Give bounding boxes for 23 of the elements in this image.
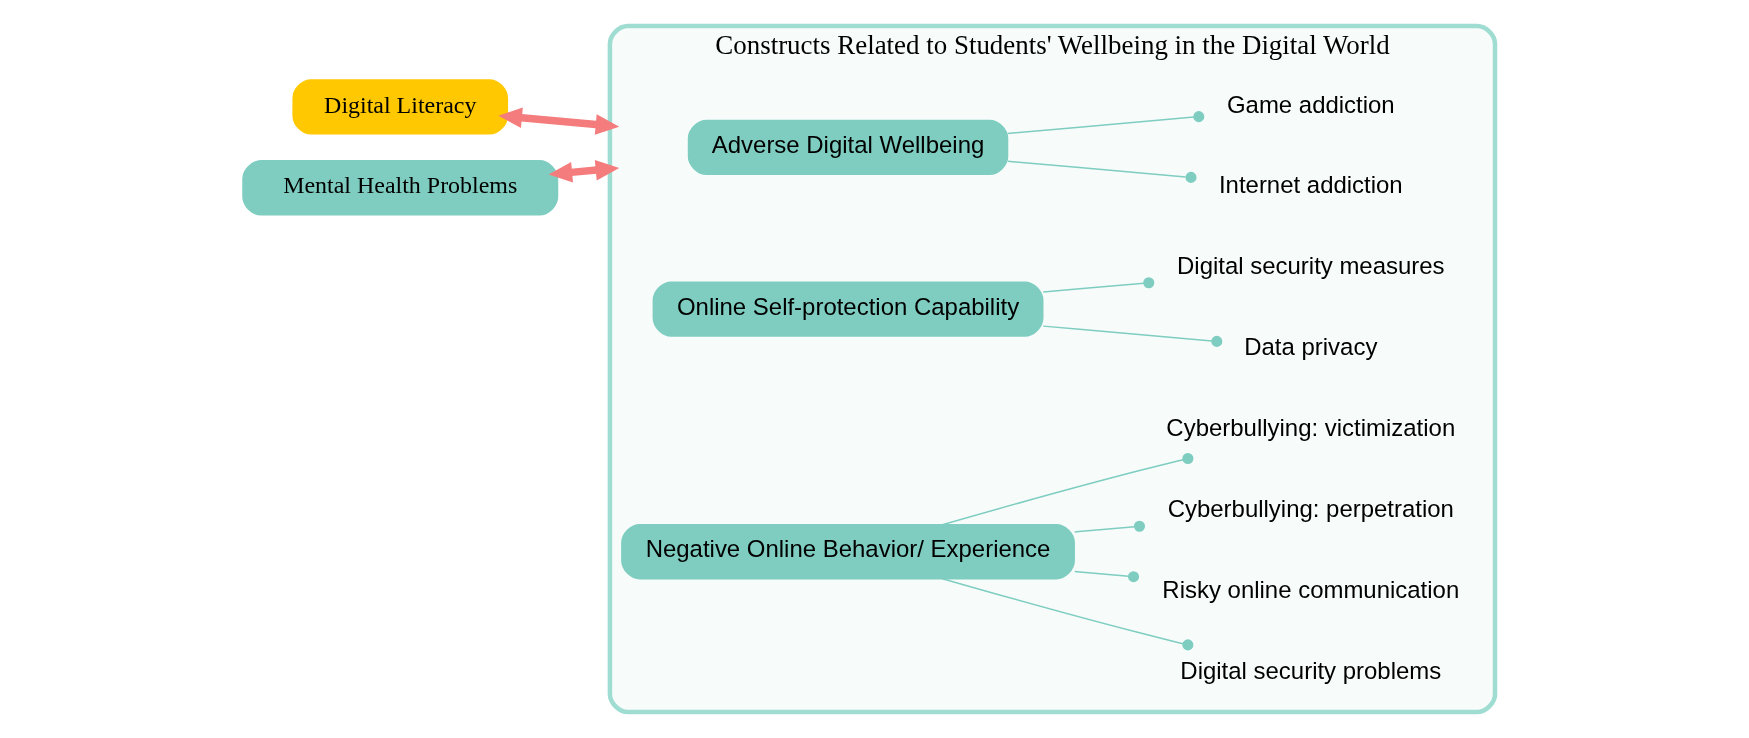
connector (1006, 111, 1204, 135)
arrow (497, 107, 619, 135)
node-text: Digital security problems (1179, 656, 1441, 684)
node-box: Negative Online Behavior/ Experience (620, 524, 1075, 580)
connector (1041, 277, 1154, 293)
connector (1073, 520, 1145, 533)
node-box: Adverse Digital Wellbeing (687, 119, 1008, 176)
node-text: Risky online communication (1161, 575, 1459, 603)
connector (1073, 570, 1139, 583)
node-box: Online Self-protection Capability (652, 281, 1043, 337)
arrow (548, 159, 619, 183)
node-text: Digital security measures (1176, 252, 1445, 280)
node-box: Mental Health Problems (241, 160, 558, 216)
node-text: Cyberbullying: perpetration (1167, 494, 1454, 522)
node-box: Digital Literacy (291, 79, 508, 135)
node-text: Cyberbullying: victimization (1165, 414, 1455, 442)
node-text: Data privacy (1243, 333, 1377, 361)
connector (941, 453, 1193, 526)
node-text: Internet addiction (1218, 171, 1403, 199)
connector (941, 577, 1193, 651)
connector (1006, 160, 1197, 183)
connector (1041, 325, 1222, 347)
node-text: Game addiction (1226, 90, 1395, 118)
